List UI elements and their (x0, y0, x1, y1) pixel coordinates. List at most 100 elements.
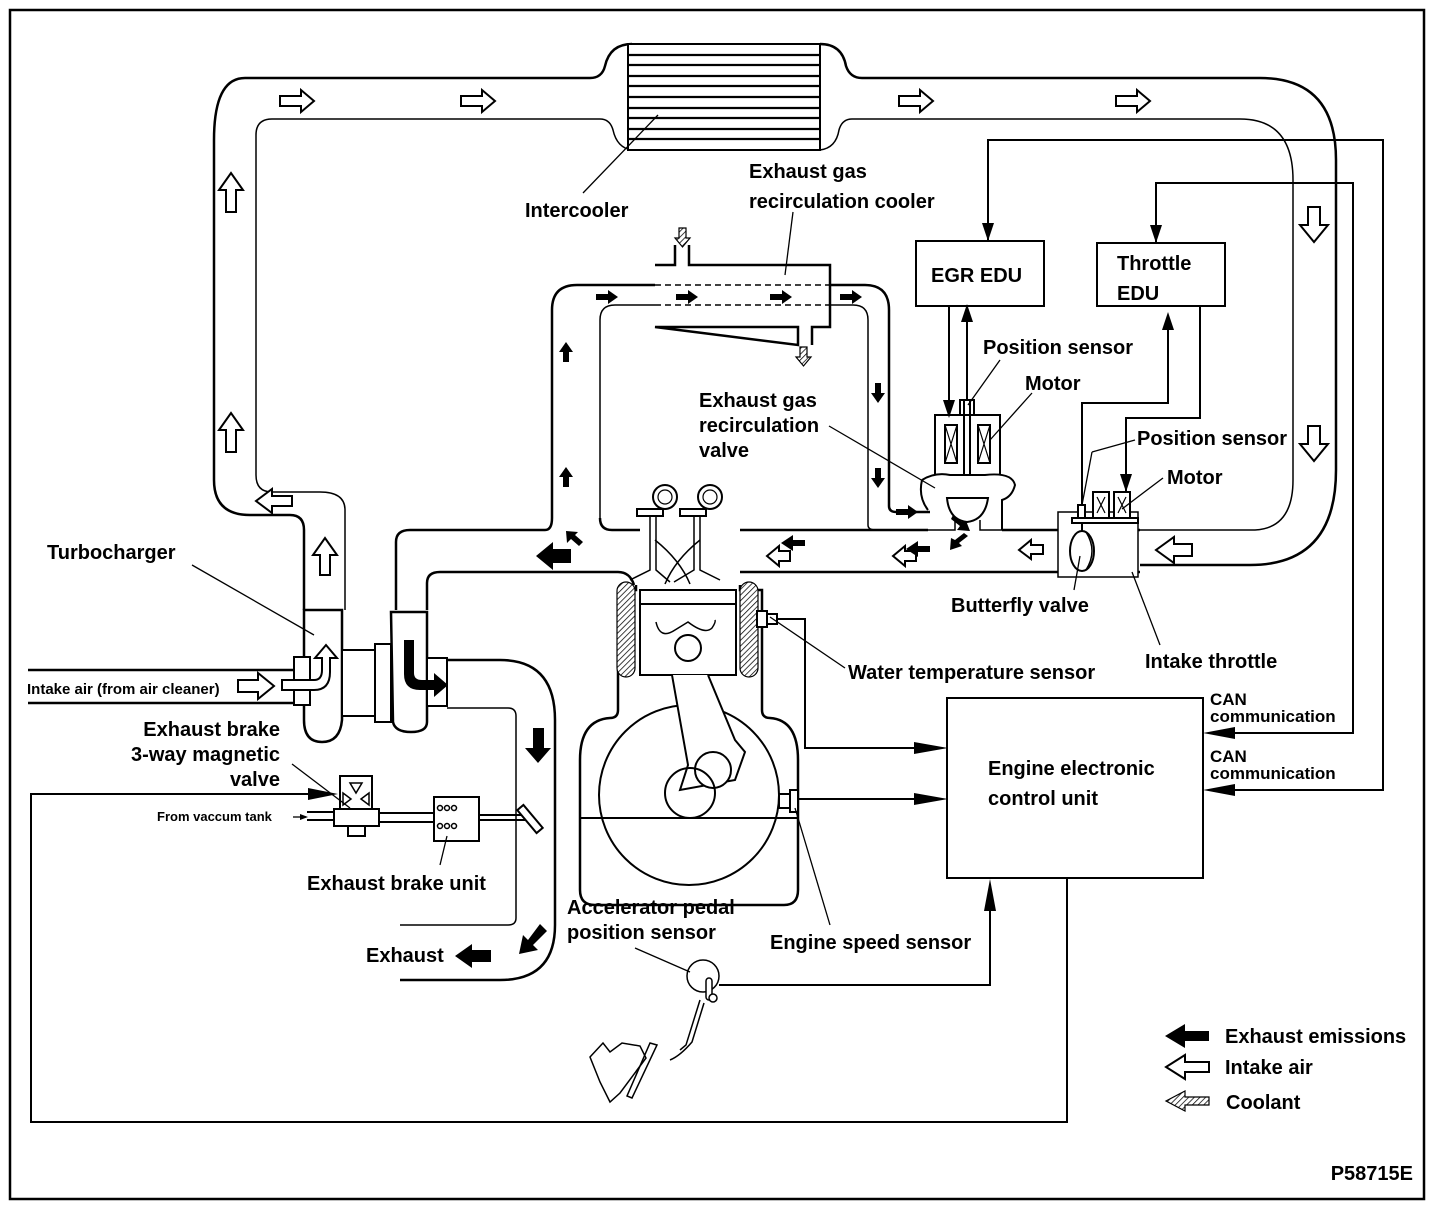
figure-id: P58715E (1331, 1163, 1413, 1185)
turbocharger-label: Turbocharger (47, 542, 176, 564)
intake-throttle-label: Intake throttle (1145, 651, 1277, 673)
exhaust-brake-unit-leader (439, 835, 448, 866)
exhaust-arrow-left-icon (455, 944, 491, 968)
exhaust-arrow-up-icon (559, 342, 573, 362)
butterfly-valve-leader (1073, 555, 1081, 591)
accel-sensor-leader (634, 947, 691, 973)
exhaust-arrow-left-icon (781, 535, 805, 551)
throttle-motor-label: Motor (1167, 467, 1223, 489)
water-temperature-sensor (756, 610, 948, 754)
water-temp-sensor-label: Water temperature sensor (848, 662, 1095, 684)
throttle-edu-label-line1: Throttle (1117, 253, 1191, 275)
exhaust-label: Exhaust (366, 945, 444, 967)
egr-edu-label: EGR EDU (931, 265, 1022, 287)
exhaust-brake-unit (433, 796, 545, 842)
legend-label: Exhaust emissions (1225, 1026, 1406, 1048)
intake-arrow-left-icon (1017, 537, 1044, 561)
exhaust-arrow-up-icon (559, 467, 573, 487)
legend-item: Intake air (1164, 1053, 1313, 1081)
throttle-position-sensor-leader (1081, 451, 1093, 506)
egr-valve-leader (828, 425, 936, 489)
charge-air-pipe (212, 42, 1338, 610)
intake-arrow-left-icon (765, 543, 791, 569)
intake-arrow-left-icon (254, 487, 293, 515)
intake-air-arrows (217, 89, 1331, 576)
vacuum-tank-label: From vaccum tank (157, 809, 273, 824)
water-temp-sensor-leader (769, 616, 846, 669)
intake-arrow-left-icon (1154, 535, 1193, 565)
egr-valve-label-line3: valve (699, 440, 749, 462)
can-label-2-line2: communication (1210, 764, 1336, 783)
egr-position-sensor-label: Position sensor (983, 337, 1133, 359)
engine-speed-sensor-leader (794, 807, 831, 926)
air-cleaner-pipe (28, 668, 294, 705)
magnetic-valve-leader (291, 763, 351, 809)
intake-arrow-up-icon (311, 536, 339, 576)
intake-air-source-label: Intake air (from air cleaner) (27, 681, 220, 698)
throttle-position-sensor-leader (1091, 439, 1136, 453)
egr-cooler-leader (784, 211, 794, 276)
can-label-2-line1: CAN (1210, 747, 1247, 766)
legend-label: Coolant (1226, 1092, 1301, 1114)
exhaust-arrow-icon (676, 290, 698, 304)
egr-edu-wiring (943, 139, 1384, 791)
egr-motor-label: Motor (1025, 373, 1081, 395)
egr-valve-label-line1: Exhaust gas (699, 390, 817, 412)
magnetic-valve-label-line2: 3-way magnetic (131, 744, 280, 766)
coolant-out-arrow-icon (794, 346, 813, 367)
butterfly-valve-label: Butterfly valve (951, 595, 1089, 617)
ecu-box (946, 697, 1204, 879)
ecu-label-line1: Engine electronic (988, 758, 1155, 780)
intercooler-label: Intercooler (525, 200, 629, 222)
intercooler (627, 43, 821, 151)
ecu-to-magnetic-valve-wire (30, 793, 1068, 1123)
can-arrow-icon (1203, 727, 1235, 739)
egr-cooler-label-line2: recirculation cooler (749, 191, 935, 213)
egr-edu-box (915, 240, 1045, 307)
throttle-edu-wiring (1081, 182, 1354, 734)
turbocharger-leader (191, 564, 315, 636)
legend-label: Intake air (1225, 1057, 1313, 1079)
exhaust-arrow-left-icon (906, 541, 930, 557)
intake-arrow-icon (460, 89, 496, 113)
accel-sensor-label-line1: Accelerator pedal (567, 897, 735, 919)
turbocharger (281, 608, 448, 744)
exhaust-arrow-diag-icon (566, 531, 583, 546)
egr-cooler-label-line1: Exhaust gas (749, 161, 867, 183)
egr-position-sensor-leader (967, 359, 1001, 406)
exhaust-arrow-icon (596, 290, 618, 304)
exhaust-brake-unit-label: Exhaust brake unit (307, 873, 486, 895)
intake-arrow-down-icon (1297, 206, 1331, 244)
exhaust-pipe (400, 658, 557, 982)
throttle-edu-box (1096, 242, 1226, 307)
figure-frame (8, 8, 1426, 1201)
legend-item: Exhaust emissions (1165, 1024, 1406, 1048)
can-label-1-line1: CAN (1210, 690, 1247, 709)
intake-throttle (1057, 491, 1139, 578)
exhaust-arrow-down-icon (871, 383, 885, 403)
exhaust-brake-magnetic-valve (307, 775, 434, 837)
solid-arrow-icon (1165, 1024, 1209, 1048)
throttle-position-sensor-label: Position sensor (1137, 428, 1287, 450)
magnetic-valve-label-line1: Exhaust brake (143, 719, 280, 741)
intake-arrow-icon (1115, 89, 1151, 113)
hatched-arrow-icon (1164, 1090, 1210, 1112)
intake-arrow-up-icon (217, 411, 245, 453)
exhaust-arrow-down-icon (871, 468, 885, 488)
egr-motor-leader (989, 392, 1033, 441)
wire-arrow-icon (308, 788, 338, 800)
exhaust-arrow-diag-icon (519, 924, 547, 954)
egr-valve-label-line2: recirculation (699, 415, 819, 437)
intake-arrow-icon (898, 89, 934, 113)
accel-sensor-label-line2: position sensor (567, 922, 716, 944)
exhaust-arrow-icon (896, 505, 918, 519)
engine-cylinder (578, 484, 800, 907)
vacuum-arrow-icon (300, 814, 308, 820)
coolant-in-arrow-icon (673, 227, 692, 248)
intake-arrow-up-icon (217, 171, 245, 213)
can-arrow-icon (1203, 784, 1235, 796)
intake-throttle-leader (1131, 571, 1161, 646)
engine-speed-sensor (778, 789, 948, 813)
egr-cooler (654, 245, 832, 347)
